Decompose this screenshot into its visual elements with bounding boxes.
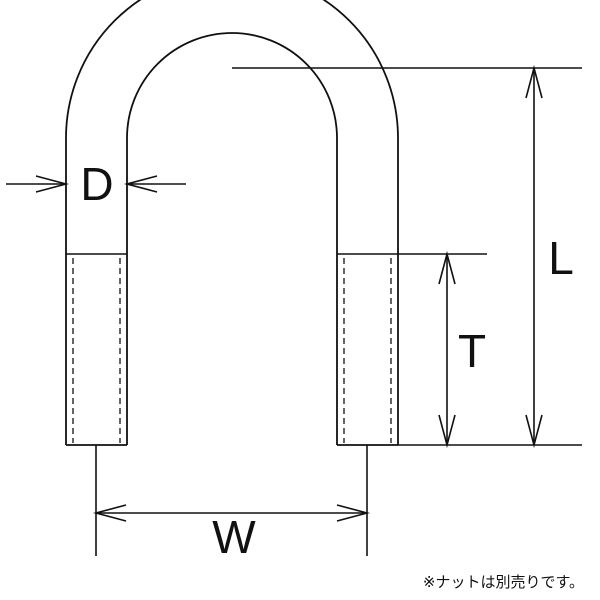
label-l: L [548, 232, 574, 284]
t-bottom-arrowhead [438, 414, 456, 449]
label-d: D [80, 158, 113, 210]
d-left-arrowhead [35, 175, 70, 193]
w-left-arrowhead [92, 504, 127, 522]
d-right-arrowhead [123, 175, 158, 193]
t-top-arrowhead [438, 250, 456, 285]
label-w: W [212, 511, 256, 563]
l-top-arrowhead [525, 64, 543, 99]
w-right-arrowhead [336, 504, 371, 522]
nut-sold-separately-note: ※ナットは別売りです。 [422, 573, 584, 591]
l-bottom-arrowhead [525, 414, 543, 449]
label-t: T [458, 325, 486, 377]
u-bolt-outer-outline [65, 0, 399, 445]
u-bolt-inner-outline [126, 32, 338, 445]
